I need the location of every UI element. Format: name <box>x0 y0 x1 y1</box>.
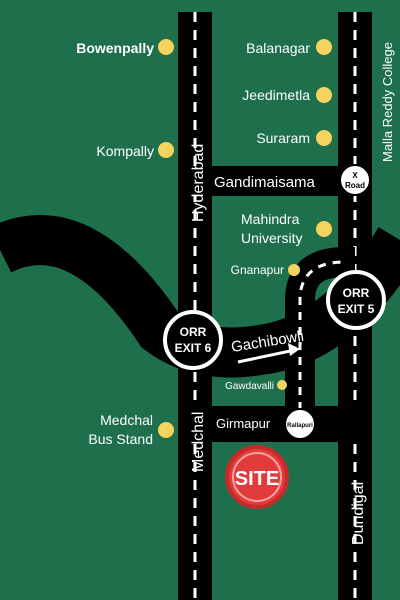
svg-text:ORR: ORR <box>343 286 370 300</box>
svg-text:EXIT 6: EXIT 6 <box>175 341 212 355</box>
road-label-malla-reddy-college: Malla Reddy College <box>380 42 395 162</box>
place-medchal-line1: Medchal <box>100 412 153 428</box>
bowenpally-marker <box>158 39 174 55</box>
place-suraram: Suraram <box>256 130 310 146</box>
place-gnanapur: Gnanapur <box>231 263 284 277</box>
suraram-marker <box>316 130 332 146</box>
svg-text:Road: Road <box>345 181 365 190</box>
direction-arrow-icon <box>237 343 300 364</box>
site-marker: SITE <box>225 445 289 509</box>
svg-text:EXIT 5: EXIT 5 <box>338 302 375 316</box>
place-jeedimetla: Jeedimetla <box>242 87 310 103</box>
site-label: SITE <box>235 468 279 490</box>
balanagar-marker <box>316 39 332 55</box>
connector-dash <box>298 260 346 410</box>
road-label-gandimaisama: Gandimaisama <box>214 174 316 191</box>
svg-text:X: X <box>352 171 358 180</box>
road-label-dundigal: Dundigal <box>350 482 367 545</box>
girmapur-road <box>178 406 372 442</box>
place-kompally: Kompally <box>96 143 154 159</box>
place-mahindra-line2: University <box>241 230 302 246</box>
orr-exit-6-badge: ORR EXIT 6 <box>163 310 223 370</box>
rallapuri-badge: Rallapuri <box>284 408 316 440</box>
road-label-medchal: Medchal <box>190 412 207 472</box>
gawdavalli-marker <box>277 380 287 390</box>
road-label-hyderabad: Hyderabad <box>190 144 207 222</box>
mahindra-marker <box>316 221 332 237</box>
place-medchal-line2: Bus Stand <box>88 431 153 447</box>
jeedimetla-marker <box>316 87 332 103</box>
kompally-marker <box>158 142 174 158</box>
place-balanagar: Balanagar <box>246 40 310 56</box>
orr-exit-5-badge: ORR EXIT 5 <box>326 270 386 330</box>
place-bowenpally: Bowenpally <box>76 40 154 56</box>
svg-text:Rallapuri: Rallapuri <box>287 423 313 429</box>
place-mahindra-line1: Mahindra <box>241 211 300 227</box>
x-road-badge: X Road <box>339 164 371 196</box>
place-gawdavalli: Gawdavalli <box>225 381 274 392</box>
medchal-bus-stand-marker <box>158 422 174 438</box>
road-label-girmapur: Girmapur <box>216 416 271 431</box>
gnanapur-marker <box>288 264 300 276</box>
svg-text:ORR: ORR <box>180 325 207 339</box>
